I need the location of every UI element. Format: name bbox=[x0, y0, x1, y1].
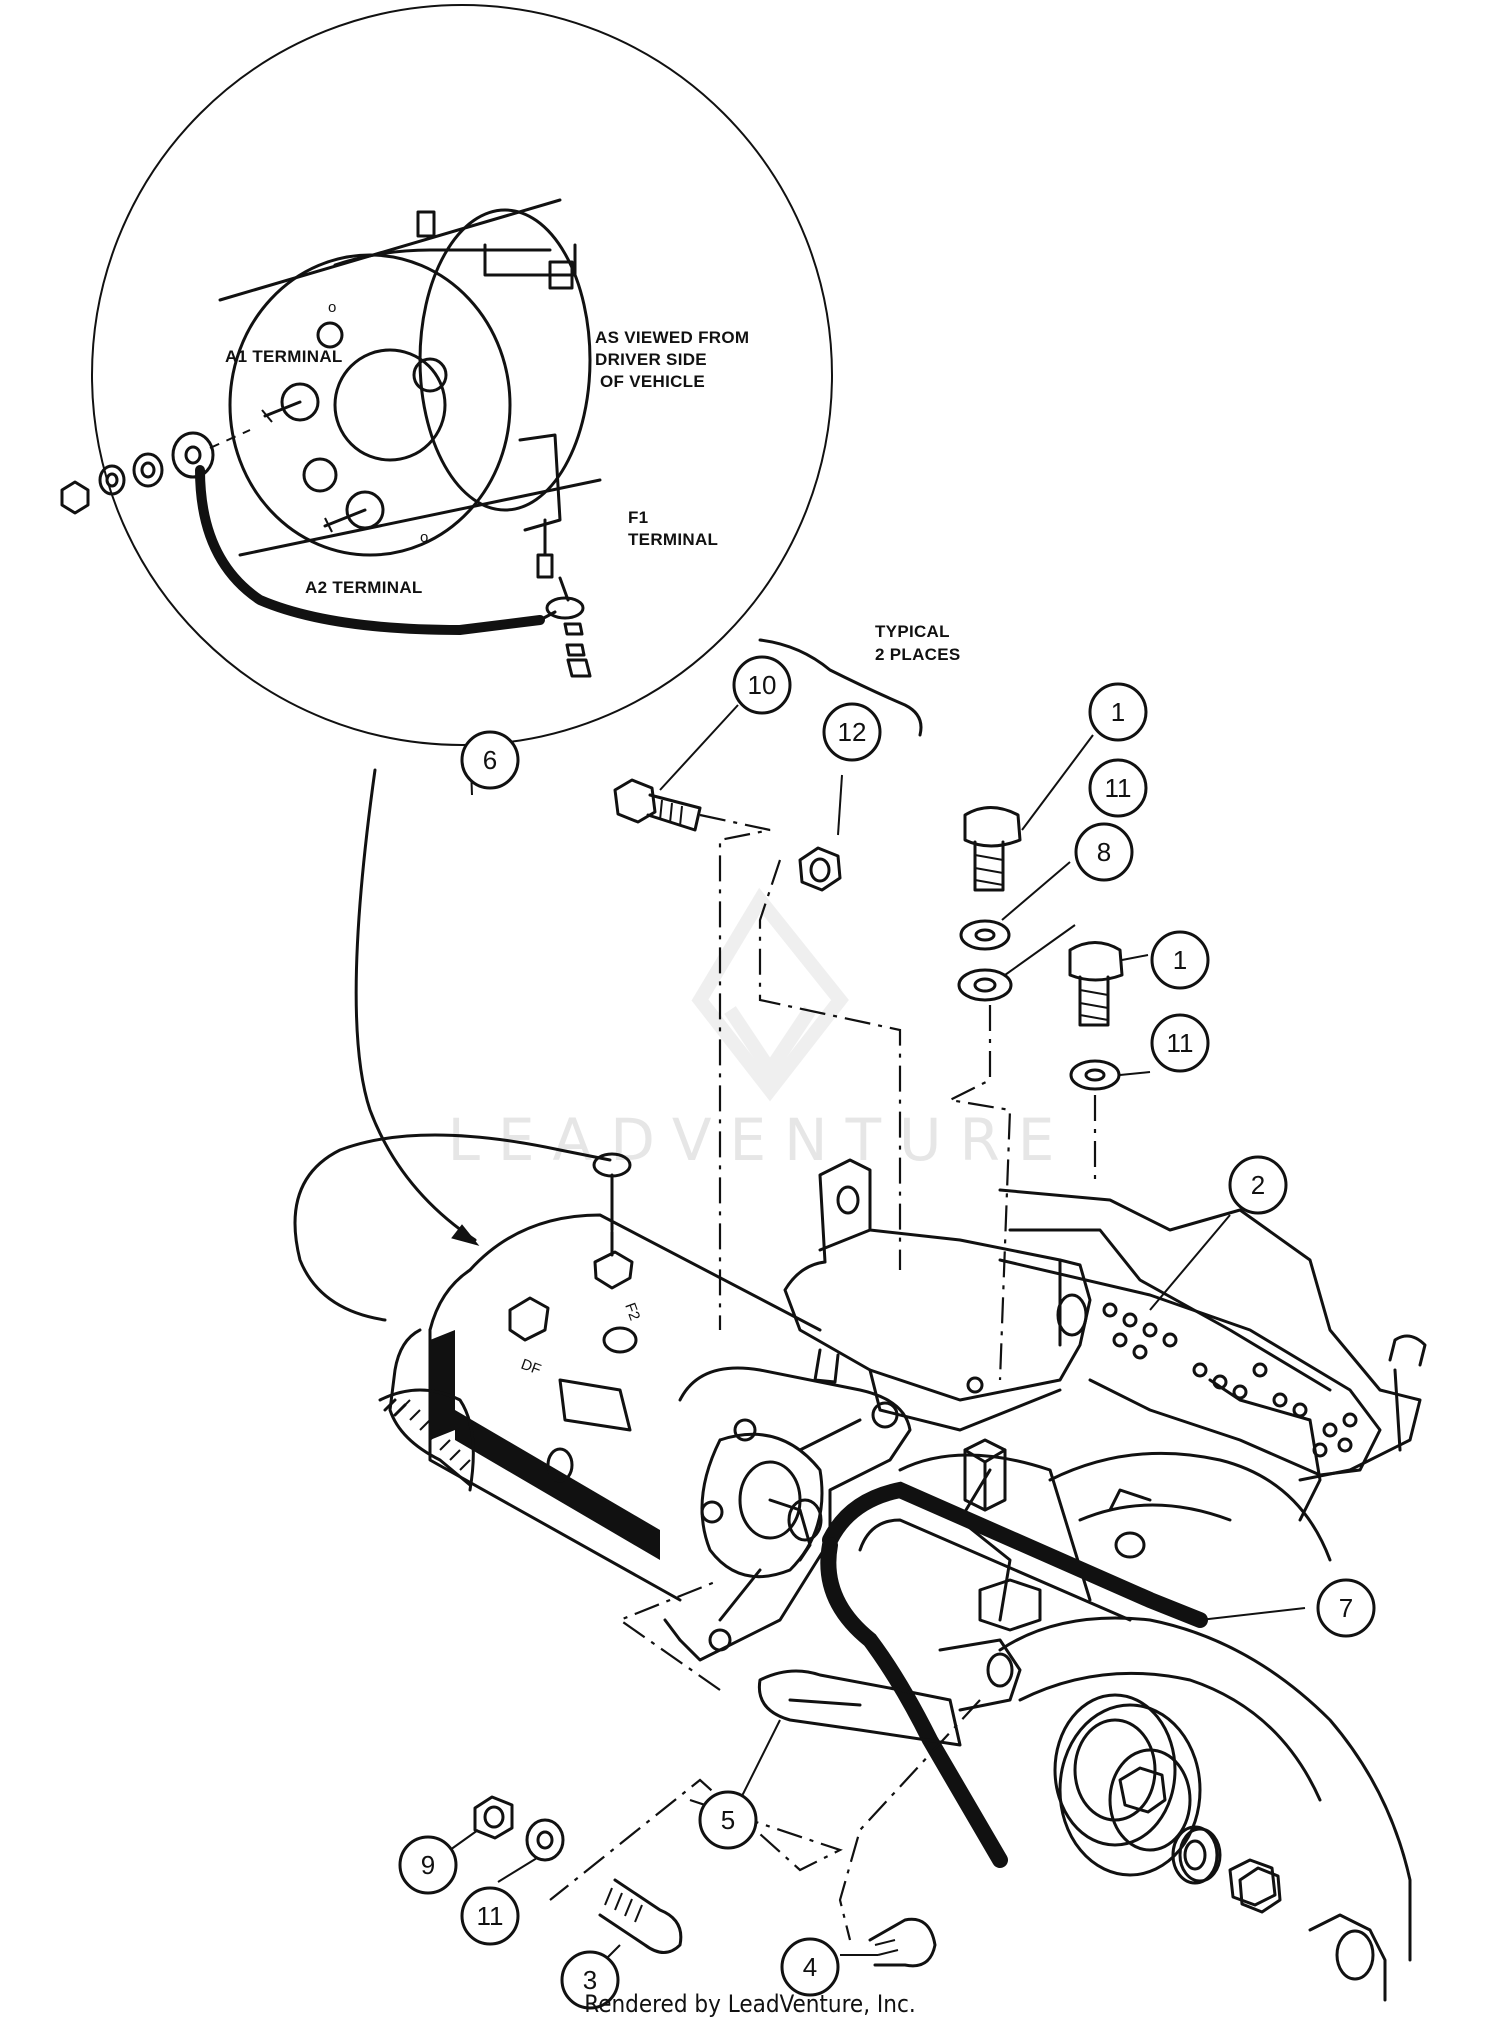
viewed-from-label-line3: OF VEHICLE bbox=[600, 372, 705, 391]
callout-12: 12 bbox=[822, 702, 882, 762]
svg-text:11: 11 bbox=[1105, 773, 1132, 803]
starter-generator: F2 DF bbox=[428, 1213, 912, 1662]
generator-lead-wire bbox=[293, 1133, 612, 1322]
svg-text:12: 12 bbox=[838, 717, 867, 747]
a1-terminal-stud bbox=[261, 382, 320, 423]
detail-arrowhead bbox=[451, 1224, 480, 1246]
callout-9: 9 bbox=[398, 1835, 458, 1895]
svg-text:8: 8 bbox=[1097, 837, 1111, 867]
flat-washer-8 bbox=[957, 968, 1013, 1002]
bolt-10 bbox=[613, 778, 702, 832]
leader-dash-lower-left bbox=[617, 1578, 721, 1691]
leader-dash-nut-12 bbox=[758, 859, 902, 1270]
callout-11-bottom: 11 bbox=[460, 1886, 520, 1946]
wire-harness-coil bbox=[378, 1328, 475, 1492]
lock-washer-11-bottom bbox=[525, 1818, 565, 1862]
detail-pointer-arrow bbox=[354, 768, 477, 1242]
watermark-text: LEADVENTURE bbox=[448, 1106, 1073, 1174]
svg-text:5: 5 bbox=[721, 1805, 735, 1835]
callout-1-upper: 1 bbox=[1088, 682, 1148, 742]
svg-text:7: 7 bbox=[1339, 1593, 1353, 1623]
a2-terminal-label: A2 TERMINAL bbox=[305, 578, 423, 597]
a2-terminal-stud bbox=[323, 490, 385, 533]
leader-dash-bolt-10 bbox=[699, 813, 771, 1330]
f1-terminal-hardware bbox=[558, 576, 592, 678]
leader-dash-lower-mid bbox=[549, 1778, 843, 1901]
typical-label-line1: TYPICAL bbox=[875, 622, 950, 641]
viewed-from-label-line1: AS VIEWED FROM bbox=[595, 328, 749, 347]
viewed-from-label-line2: DRIVER SIDE bbox=[595, 350, 707, 369]
callout-1-lower: 1 bbox=[1150, 930, 1210, 990]
bolt-1-lower bbox=[1068, 941, 1124, 1027]
a1-terminal-label: A1 TERMINAL bbox=[225, 347, 343, 366]
nut-9 bbox=[473, 1795, 514, 1840]
df-mark: DF bbox=[519, 1356, 544, 1379]
callout-10: 10 bbox=[732, 655, 792, 715]
detail-circle-view: o o bbox=[60, 4, 833, 746]
svg-text:11: 11 bbox=[1167, 1028, 1194, 1058]
bolt-1-upper bbox=[963, 806, 1022, 892]
perforation-holes bbox=[1102, 1302, 1358, 1458]
detail-cable bbox=[195, 465, 545, 636]
svg-text:1: 1 bbox=[1111, 697, 1125, 727]
leader-dash-washer-8 bbox=[946, 1005, 1012, 1381]
callout-4: 4 bbox=[780, 1937, 840, 1997]
f2-mark: F2 bbox=[621, 1301, 643, 1323]
drive-belt-7 bbox=[820, 1481, 1208, 1868]
lock-washer-11-upper bbox=[959, 919, 1011, 951]
bolt-3 bbox=[598, 1878, 683, 1954]
axle-pulley bbox=[1053, 1693, 1277, 1907]
mounting-bracket-2 bbox=[783, 1158, 1382, 1512]
f1-terminal-label-line1: F1 bbox=[628, 508, 648, 527]
bolt-4 bbox=[868, 1917, 937, 1968]
typical-bracket: TYPICAL 2 PLACES bbox=[758, 622, 961, 737]
nut-12 bbox=[798, 846, 842, 892]
callout-2: 2 bbox=[1228, 1155, 1288, 1215]
callout-11-upper: 11 bbox=[1088, 758, 1148, 818]
callout-3: 3 bbox=[560, 1950, 620, 2010]
svg-text:11: 11 bbox=[477, 1901, 504, 1931]
typical-label-line2: 2 PLACES bbox=[875, 645, 961, 664]
svg-text:10: 10 bbox=[748, 670, 777, 700]
svg-text:1: 1 bbox=[1173, 945, 1187, 975]
o-mark-top: o bbox=[328, 299, 336, 316]
f1-terminal-label-line2: TERMINAL bbox=[628, 530, 718, 549]
svg-text:3: 3 bbox=[583, 1965, 597, 1995]
o-mark-bottom: o bbox=[420, 529, 428, 546]
callout-11-lower: 11 bbox=[1150, 1013, 1210, 1073]
generator-end-body: o o bbox=[218, 198, 602, 579]
callout-leaders bbox=[449, 704, 1306, 1966]
footer-credit: Rendered by LeadVenture, Inc. bbox=[584, 1990, 915, 2018]
callout-6: 6 bbox=[460, 730, 520, 790]
svg-text:4: 4 bbox=[803, 1952, 817, 1982]
lock-washer-11-lower bbox=[1069, 1059, 1121, 1091]
svg-text:6: 6 bbox=[483, 745, 497, 775]
svg-text:9: 9 bbox=[421, 1850, 435, 1880]
terminal-hardware-stack bbox=[60, 429, 251, 515]
frame-and-axle bbox=[898, 1188, 1427, 2002]
lower-bracket-5 bbox=[757, 1578, 1042, 1747]
callout-8: 8 bbox=[1074, 822, 1134, 882]
callout-7: 7 bbox=[1316, 1578, 1376, 1638]
svg-text:2: 2 bbox=[1251, 1170, 1265, 1200]
callout-5: 5 bbox=[698, 1790, 758, 1850]
